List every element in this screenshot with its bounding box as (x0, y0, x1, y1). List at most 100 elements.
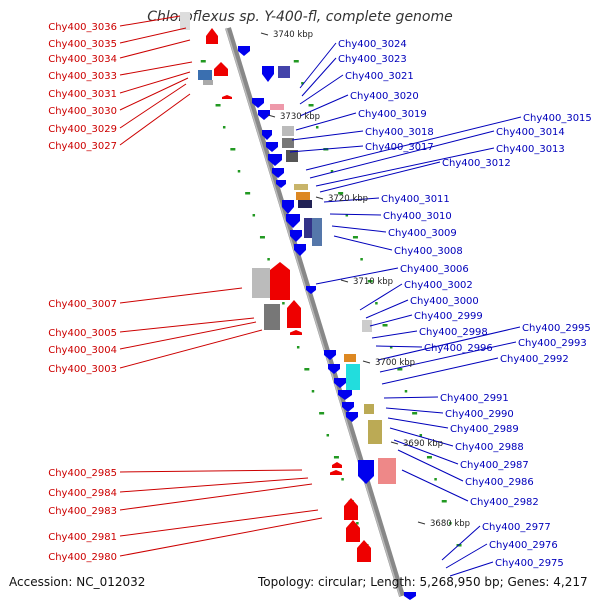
tick-dot (237, 170, 241, 173)
leader-line-right (389, 427, 454, 447)
tick-dots-layer (200, 60, 462, 547)
homology-feature-box (304, 218, 314, 238)
leader-line-right (387, 417, 449, 429)
gene-label-left: Chy400_3029 (48, 124, 117, 135)
genome-axis-line (225, 27, 405, 597)
tick-dot (338, 192, 344, 195)
leader-line-right (299, 94, 349, 117)
leader-line-right (315, 267, 399, 285)
leader-line-right (359, 283, 403, 311)
gene-label-right: Chy400_3020 (350, 91, 419, 102)
gene-label-right: Chy400_2986 (465, 477, 534, 488)
tick-dot (296, 346, 300, 349)
homology-feature-box (203, 80, 213, 85)
leader-line-left (119, 477, 309, 493)
reverse-gene-arrow (358, 460, 374, 484)
leader-line-left (119, 39, 191, 59)
tick-dot (200, 60, 206, 63)
leader-line-right (383, 396, 439, 399)
reverse-gene-arrow (342, 402, 354, 412)
leader-line-right (445, 543, 488, 569)
tick-dot (434, 478, 437, 481)
tick-dot (230, 148, 236, 151)
scale-label: 3730 kbp (280, 112, 320, 122)
leader-line-right (385, 407, 444, 414)
homology-feature-box (282, 126, 294, 136)
reverse-gene-arrow (286, 214, 300, 228)
gene-label-left: Chy400_2983 (48, 506, 117, 517)
reverse-gene-arrow (306, 286, 316, 294)
map-title: Chloroflexus sp. Y-400-fl, complete geno… (147, 9, 453, 25)
gene-label-right: Chy400_3015 (523, 113, 592, 124)
scale-label: 3710 kbp (353, 277, 393, 287)
gene-label-right: Chy400_2993 (518, 338, 587, 349)
gene-label-right: Chy400_2982 (470, 497, 539, 508)
gene-label-right: Chy400_2995 (522, 323, 591, 334)
leader-line-right (369, 314, 413, 327)
scale-tick (390, 441, 399, 445)
scale-label: 3700 kbp (375, 358, 415, 368)
leader-line-right (323, 197, 380, 203)
gene-label-right: Chy400_3010 (383, 211, 452, 222)
scale-tick (362, 360, 371, 364)
gene-label-right: Chy400_2975 (495, 558, 564, 569)
gene-label-right: Chy400_2992 (500, 354, 569, 365)
tick-dot (267, 258, 270, 261)
gene-label-left: Chy400_3035 (48, 39, 117, 50)
homology-feature-box (362, 320, 372, 332)
reverse-gene-arrow (282, 200, 294, 214)
reverse-gene-arrow (294, 244, 306, 256)
gene-label-right: Chy400_2990 (445, 409, 514, 420)
genome-summary-text: Topology: circular; Length: 5,268,950 bp… (258, 575, 588, 589)
genome-axis-highlight (225, 27, 401, 597)
reverse-gene-arrow (276, 180, 286, 188)
forward-gene-arrow (290, 330, 302, 335)
gene-label-left: Chy400_3036 (48, 22, 117, 33)
tick-dot (301, 82, 304, 85)
reverse-gene-arrow (404, 592, 416, 600)
gene-label-right: Chy400_3023 (338, 54, 407, 65)
gene-label-right: Chy400_3009 (388, 228, 457, 239)
tick-dot (352, 236, 358, 239)
leader-line-left (119, 15, 181, 27)
leader-line-right (377, 326, 521, 361)
gene-label-right: Chy400_2989 (450, 424, 519, 435)
gene-label-right: Chy400_2996 (424, 343, 493, 354)
tick-dot (311, 390, 315, 393)
leader-line-right (319, 161, 441, 193)
gene-label-right: Chy400_3024 (338, 39, 407, 50)
gene-label-right: Chy400_3012 (442, 158, 511, 169)
forward-gene-arrow (270, 262, 290, 300)
leader-line-right (301, 57, 337, 97)
reverse-gene-arrow (272, 168, 284, 178)
leader-line-right (295, 112, 357, 131)
homology-feature-box (364, 404, 374, 414)
leader-line-right (331, 225, 387, 233)
forward-gene-arrow (344, 498, 358, 520)
homology-feature-box (270, 104, 284, 110)
reverse-gene-arrow (262, 130, 272, 140)
reverse-gene-arrow (252, 98, 264, 108)
tick-dot (304, 368, 310, 371)
scale-tick (260, 32, 269, 36)
homology-feature-box (344, 354, 356, 362)
gene-glyphs-layer (180, 12, 416, 600)
scale-label: 3740 kbp (273, 30, 313, 40)
leader-line-left (119, 517, 323, 557)
gene-label-left: Chy400_3003 (48, 364, 117, 375)
reverse-gene-arrow (338, 390, 352, 400)
tick-dot (412, 412, 418, 415)
reverse-gene-arrow (328, 364, 340, 374)
leader-line-left (119, 93, 191, 146)
tick-dot (293, 60, 299, 63)
tick-dot (215, 104, 221, 107)
leader-line-left (119, 483, 313, 511)
tick-dot (333, 456, 339, 459)
tick-dot (252, 214, 256, 217)
reverse-gene-arrow (262, 66, 274, 82)
gene-label-right: Chy400_2987 (460, 460, 529, 471)
leader-line-right (381, 357, 499, 385)
tick-dot (315, 126, 319, 129)
tick-dot (330, 170, 334, 173)
